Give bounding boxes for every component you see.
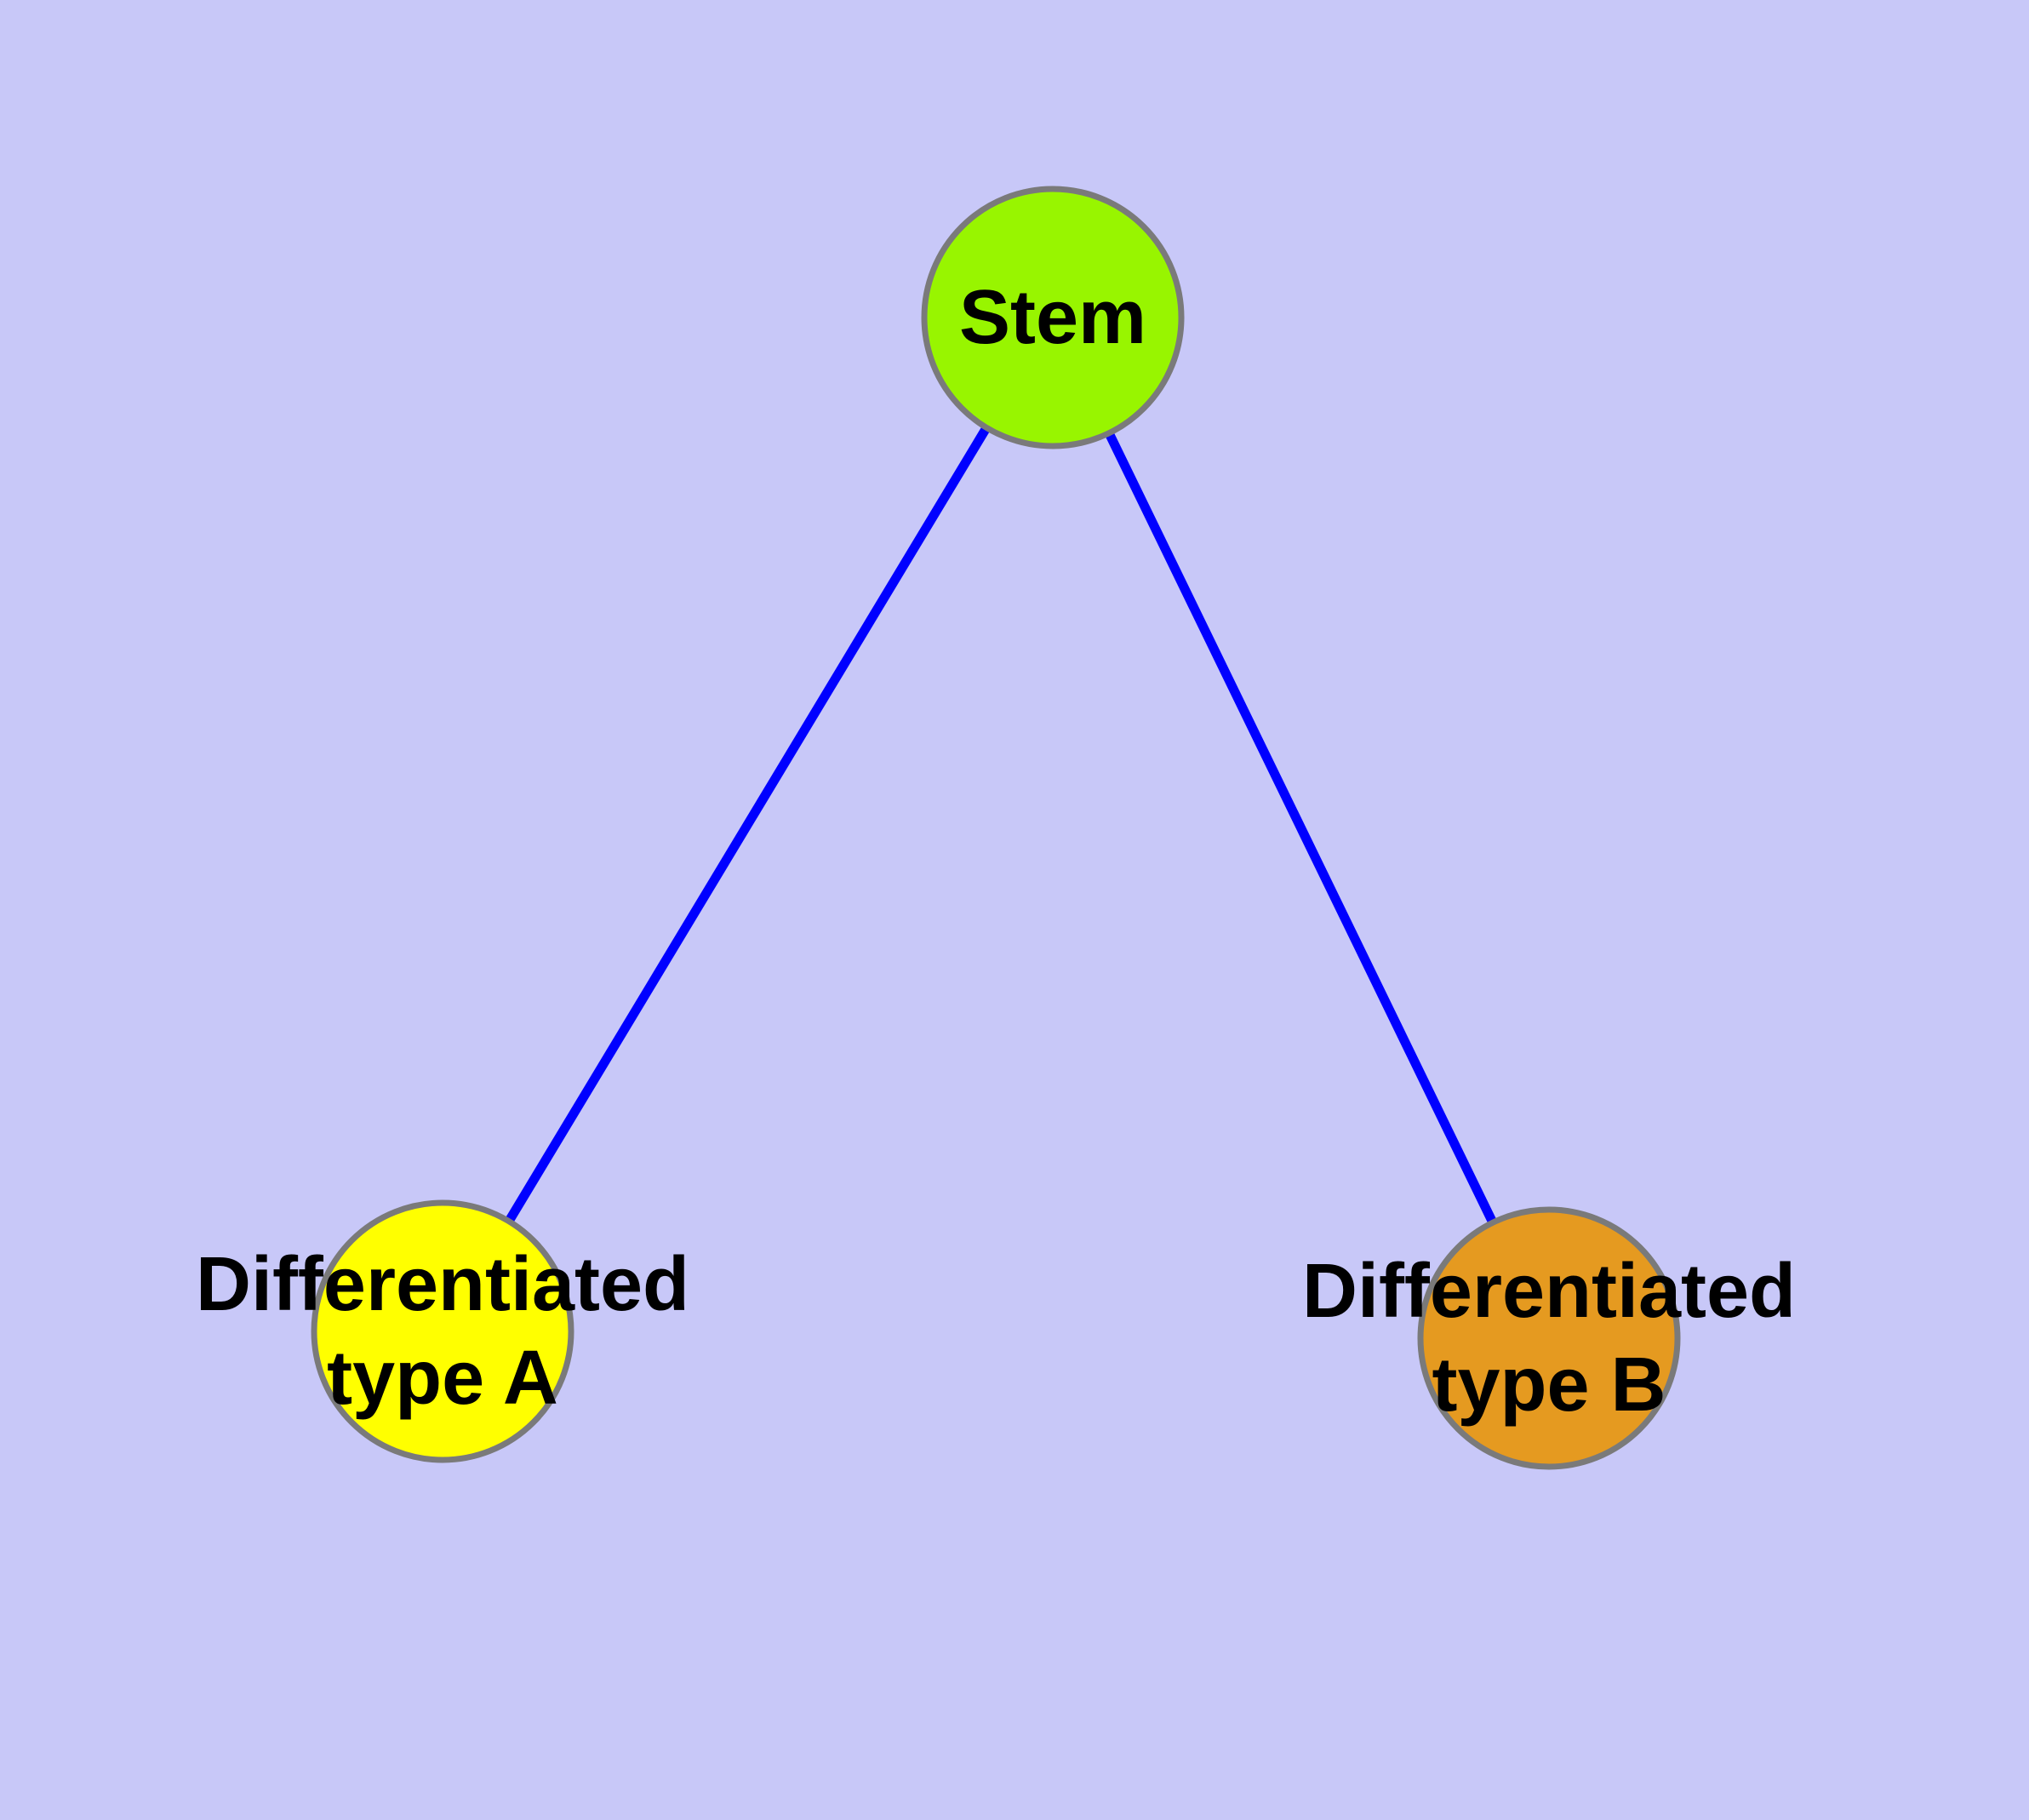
node-type-a-label-line: Differentiated — [196, 1242, 689, 1327]
edge-stem-type-a — [438, 315, 1057, 1334]
node-type-a-label: Differentiated type A — [196, 1242, 689, 1421]
node-type-a-label-line: type A — [327, 1336, 558, 1421]
node-stem: Stem — [921, 186, 1185, 449]
node-type-a: Differentiated type A — [196, 1199, 689, 1463]
node-type-b-label-line: Differentiated — [1302, 1249, 1796, 1334]
node-stem-label-line: Stem — [959, 275, 1146, 360]
edge-stem-type-b — [1049, 315, 1553, 1341]
node-type-b-circle — [1417, 1206, 1681, 1470]
node-stem-circle — [921, 186, 1185, 449]
node-stem-label: Stem — [959, 275, 1146, 360]
node-type-b-label-line: type B — [1432, 1342, 1666, 1428]
node-type-a-circle — [311, 1199, 574, 1463]
